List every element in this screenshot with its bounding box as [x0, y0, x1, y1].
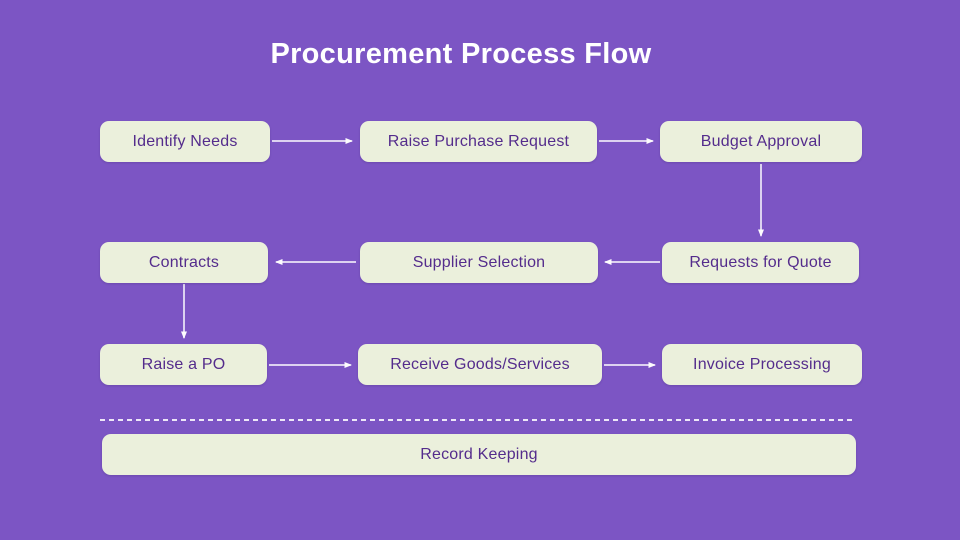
node-supplier-selection: Supplier Selection — [360, 242, 598, 283]
node-contracts: Contracts — [100, 242, 268, 283]
node-identify-needs: Identify Needs — [100, 121, 270, 162]
node-raise-purchase-request: Raise Purchase Request — [360, 121, 597, 162]
page-title: Procurement Process Flow — [270, 38, 652, 70]
node-requests-for-quote: Requests for Quote — [662, 242, 859, 283]
node-receive-goods-services: Receive Goods/Services — [358, 344, 602, 385]
node-record-keeping: Record Keeping — [102, 434, 856, 475]
node-raise-a-po: Raise a PO — [100, 344, 267, 385]
node-budget-approval: Budget Approval — [660, 121, 862, 162]
node-invoice-processing: Invoice Processing — [662, 344, 862, 385]
